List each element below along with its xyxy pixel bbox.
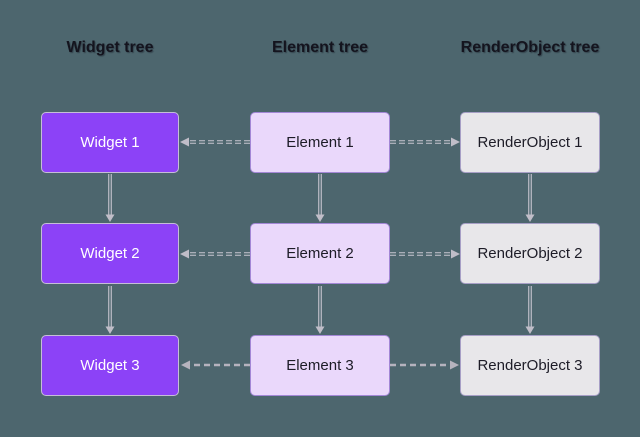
node-element-2: Element 2: [250, 223, 390, 284]
node-renderobject-3: RenderObject 3: [460, 335, 600, 396]
node-element-1: Element 1: [250, 112, 390, 173]
arrow-element1-to-renderobject1: [390, 137, 460, 147]
arrow-widget1-to-widget2: [105, 174, 115, 222]
column-header-element-tree: Element tree: [271, 39, 369, 56]
column-header-renderobject-tree: RenderObject tree: [460, 39, 600, 56]
node-widget-1: Widget 1: [41, 112, 179, 173]
node-widget-2: Widget 2: [41, 223, 179, 284]
arrow-element2-to-renderobject2: [390, 249, 460, 259]
arrow-element3-to-widget3: [181, 360, 250, 370]
arrow-widget2-to-widget3: [105, 286, 115, 334]
arrow-element1-to-widget1: [180, 137, 250, 147]
node-element-3: Element 3: [250, 335, 390, 396]
node-renderobject-1: RenderObject 1: [460, 112, 600, 173]
arrow-element2-to-widget2: [180, 249, 250, 259]
arrow-renderobject2-to-renderobject3: [525, 286, 535, 334]
column-header-widget-tree: Widget tree: [66, 39, 154, 56]
arrow-element3-to-renderobject3: [390, 360, 459, 370]
arrow-element1-to-element2: [315, 174, 325, 222]
arrow-renderobject1-to-renderobject2: [525, 174, 535, 222]
node-renderobject-2: RenderObject 2: [460, 223, 600, 284]
arrow-element2-to-element3: [315, 286, 325, 334]
node-widget-3: Widget 3: [41, 335, 179, 396]
